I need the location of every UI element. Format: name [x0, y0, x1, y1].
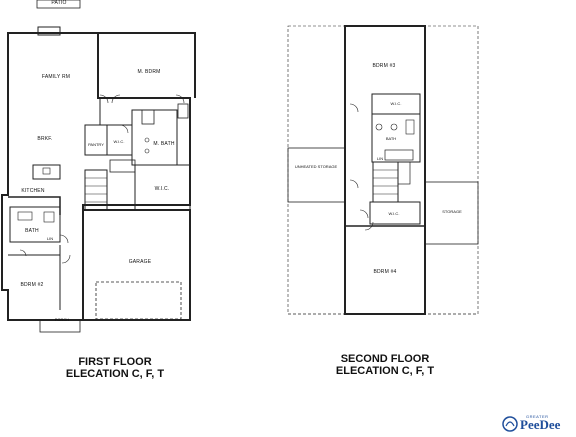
label-wic-mid: W.I.C.	[389, 211, 400, 216]
label-family-room: FAMILY RM	[42, 74, 70, 80]
logo-greater-text: GREATER	[526, 414, 549, 419]
second-floor-title: SECOND FLOOR	[340, 353, 430, 365]
label-bath: BATH	[25, 228, 39, 234]
stairs-2	[372, 161, 399, 203]
second-floor-plan	[287, 25, 479, 315]
label-patio: PATIO	[51, 0, 66, 6]
label-bedroom-2: BDRM #2	[20, 282, 43, 288]
porch-outline	[39, 319, 81, 333]
label-porch: PORCH	[55, 317, 70, 322]
fireplace	[37, 26, 61, 36]
label-breakfast: BRKF.	[37, 136, 52, 142]
label-storage-left: UNHEATED STORAGE	[295, 164, 338, 169]
wic-mid-wall	[369, 201, 421, 225]
pantry-wall	[84, 124, 108, 156]
patio-outline	[36, 0, 81, 9]
label-bath-2: BATH	[386, 136, 396, 141]
label-master-bedroom: M. BDRM	[137, 69, 160, 75]
logo-name-text: PeeDee	[520, 417, 561, 432]
second-floor-caption: SECOND FLOOR ELECATION C, F, T	[310, 353, 460, 377]
label-garage: GARAGE	[129, 259, 152, 265]
master-bath-wall	[131, 109, 178, 166]
first-floor-outer-wall	[1, 32, 191, 321]
label-wic-small: W.I.C.	[114, 139, 125, 144]
label-kitchen: KITCHEN	[21, 188, 45, 194]
logo-mark-icon	[502, 416, 518, 432]
label-linen: LIN	[47, 236, 53, 241]
label-storage-right: STORAGE	[442, 209, 462, 214]
master-wall	[98, 32, 196, 98]
garage-wall	[82, 209, 191, 321]
garage-door	[95, 281, 182, 320]
label-bedroom-4: BDRM #4	[373, 269, 396, 275]
kitchen-island	[32, 164, 61, 180]
label-pantry: PANTRY	[88, 142, 104, 147]
label-wic: W.I.C.	[155, 186, 170, 192]
label-master-bath: M. BATH	[153, 141, 174, 147]
first-floor-plan	[1, 0, 196, 333]
storage-left-outline	[287, 147, 346, 203]
label-bedroom-3: BDRM #3	[372, 63, 395, 69]
first-floor-elevation: ELECATION C, F, T	[65, 368, 165, 380]
brand-logo: GREATER PeeDee	[500, 414, 576, 432]
bath-wall	[9, 206, 61, 243]
label-wic-top: W.I.C.	[391, 101, 402, 106]
second-floor-elevation: ELECATION C, F, T	[335, 365, 435, 377]
first-floor-title: FIRST FLOOR	[78, 356, 152, 368]
first-floor-caption: FIRST FLOOR ELECATION C, F, T	[40, 356, 190, 380]
label-linen-2: LIN	[377, 156, 383, 161]
